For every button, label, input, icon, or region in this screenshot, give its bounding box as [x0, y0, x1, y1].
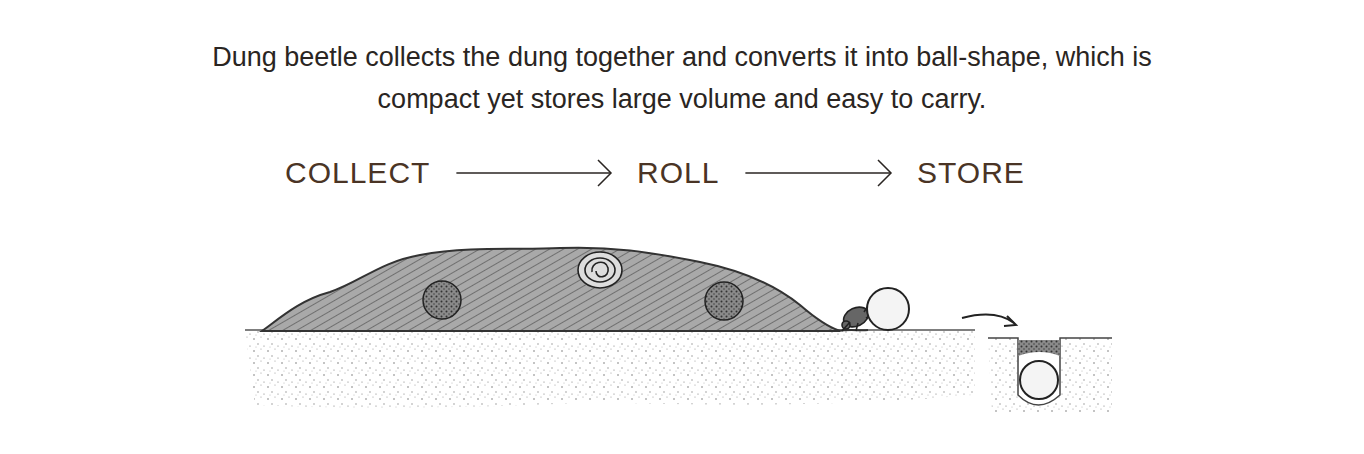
roll-arrow — [962, 315, 1014, 323]
burrow-ground — [988, 338, 1112, 415]
beetle-burrow-spiral — [578, 252, 622, 288]
flow-arrow — [745, 160, 891, 186]
step-text: COLLECT — [285, 156, 430, 190]
dung-ball — [705, 282, 743, 320]
roll-arrow-head — [1004, 316, 1016, 326]
step-label: COLLECT — [279, 152, 436, 194]
step-text: STORE — [917, 156, 1025, 190]
burrow-plug — [1018, 340, 1060, 356]
dung-ball — [423, 281, 461, 319]
rolled-ball — [867, 288, 909, 330]
dung-mound — [262, 248, 840, 331]
flow-arrow — [456, 160, 611, 186]
step-label: STORE — [911, 152, 1031, 194]
step-label: ROLL — [631, 152, 725, 194]
step-text: ROLL — [637, 156, 719, 190]
ground — [245, 330, 975, 408]
burrow-hole — [988, 338, 1112, 405]
title: Dung beetle collects the dung together a… — [172, 36, 1192, 120]
stored-ball — [1020, 361, 1058, 399]
